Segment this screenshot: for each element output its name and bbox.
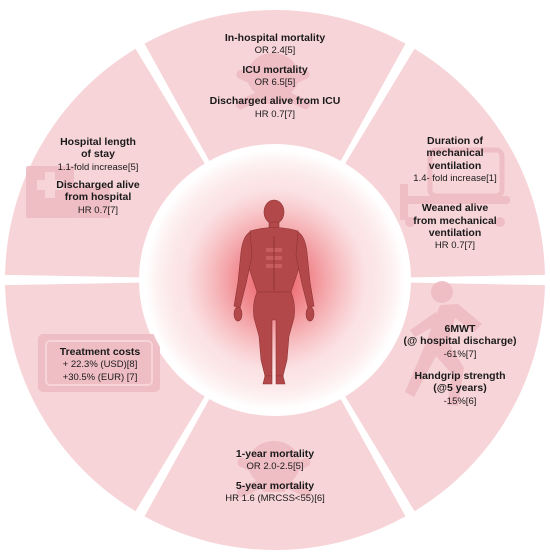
hospital-los-value: 1.1-fold increase[5]	[57, 161, 139, 173]
icu-mortality-title: ICU mortality	[242, 63, 308, 76]
weaned-alive-title-3: ventilation	[428, 227, 482, 240]
segment-top-labels: In-hospital mortality OR 2.4[5] ICU mort…	[185, 32, 365, 120]
human-muscle-figure-icon	[233, 199, 315, 385]
six-mwt-title-2: (@ hospital discharge)	[403, 335, 517, 348]
skull-crossbones-icon	[235, 53, 311, 110]
handgrip-value: -15%[6]	[443, 395, 477, 407]
duration-ventilation-title-2: mechanical	[426, 147, 484, 160]
discharged-alive-icu-title: Discharged alive from ICU	[209, 95, 341, 108]
hospital-los-title-1: Hospital length	[60, 136, 136, 148]
segment-upper-right-labels: Duration of mechanical ventilation 1.4- …	[395, 135, 515, 252]
segment-lower-right	[345, 282, 545, 512]
handgrip-title-2: (@5 years)	[433, 382, 487, 395]
weaned-alive-value: HR 0.7[7]	[434, 240, 476, 252]
money-banknote-icon	[38, 334, 160, 392]
one-year-mortality-value: OR 2.0-2.5[5]	[246, 461, 304, 473]
segment-lower-left-labels: Treatment costs + 22.3% (USD)[8] +30.5% …	[35, 346, 165, 383]
discharged-alive-hospital-title-2: from hospital	[64, 191, 132, 204]
segment-upper-left-labels: Hospital length of stay 1.1-fold increas…	[38, 136, 158, 216]
in-hospital-mortality-value: OR 2.4[5]	[254, 45, 296, 57]
icu-mortality-value: OR 6.5[5]	[254, 76, 296, 88]
segment-upper-right	[345, 48, 545, 278]
segment-upper-left	[5, 48, 205, 278]
treatment-costs-title: Treatment costs	[59, 346, 141, 358]
discharged-alive-hospital-title-1: Discharged alive	[56, 178, 140, 191]
skull-crossbones-icon	[236, 441, 312, 498]
duration-ventilation-value: 1.4- fold increase[1]	[413, 173, 497, 185]
hospital-los-title-2: of stay	[81, 148, 115, 161]
treatment-costs-usd: + 22.3% (USD)[8]	[62, 359, 138, 371]
segment-bottom-labels: 1-year mortality OR 2.0-2.5[5] 5-year mo…	[195, 448, 355, 504]
handgrip-title-1: Handgrip strength	[414, 369, 506, 382]
five-year-mortality-value: HR 1.6 (MRCSS<55)[6]	[225, 492, 325, 504]
duration-ventilation-title-3: ventilation	[428, 159, 482, 172]
discharged-alive-icu-value: HR 0.7[7]	[254, 108, 296, 120]
hospital-building-icon	[26, 166, 110, 218]
five-year-mortality-title: 5-year mortality	[235, 479, 315, 492]
segment-lower-right-labels: 6MWT (@ hospital discharge) -61%[7] Hand…	[395, 323, 525, 407]
one-year-mortality-title: 1-year mortality	[235, 448, 315, 460]
ventilator-bed-icon	[400, 147, 510, 227]
discharged-alive-hospital-value: HR 0.7[7]	[77, 204, 119, 216]
segments-ring	[5, 10, 545, 550]
six-mwt-title-1: 6MWT	[444, 323, 476, 335]
duration-ventilation-title-1: Duration of	[427, 135, 483, 147]
weaned-alive-title-1: Weaned alive	[421, 202, 489, 215]
six-mwt-value: -61%[7]	[443, 348, 477, 360]
treatment-costs-eur: +30.5% (EUR) [7]	[62, 371, 138, 383]
running-person-icon	[405, 281, 482, 406]
weaned-alive-title-2: from mechanical	[413, 214, 497, 227]
in-hospital-mortality-title: In-hospital mortality	[224, 32, 326, 44]
